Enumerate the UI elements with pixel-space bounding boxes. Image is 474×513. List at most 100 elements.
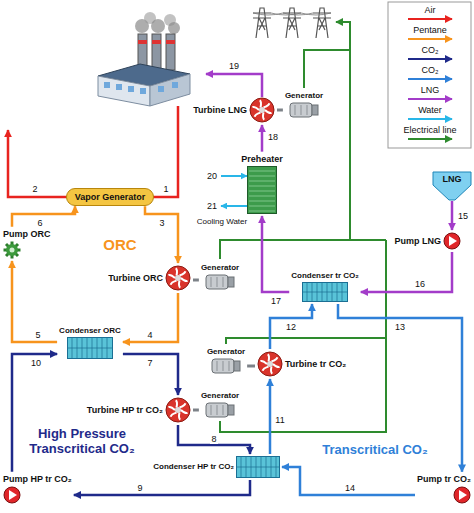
node-label: Pump LNG <box>395 236 442 246</box>
generator-rib <box>223 405 224 415</box>
generator-cap <box>228 405 234 415</box>
stream-number-box: 18 <box>267 132 279 142</box>
stream-number: 8 <box>210 434 217 444</box>
stream-number: 10 <box>30 358 42 368</box>
turbine: Turbine ORC <box>106 263 193 293</box>
pump-symbol <box>454 487 470 503</box>
node-label: Generator <box>201 263 239 272</box>
generator-rib <box>229 361 230 371</box>
factory <box>158 86 164 92</box>
pump-icon <box>443 232 461 250</box>
stream-number-box: 12 <box>285 322 297 332</box>
pump: Pump ORC <box>1 227 53 261</box>
stream-number-box: 6 <box>36 218 43 228</box>
generator-symbol <box>212 359 234 373</box>
generator-rib <box>211 405 212 415</box>
turbine-blade <box>252 107 259 110</box>
turbine-hub <box>175 407 181 413</box>
factory <box>172 82 178 88</box>
legend-sample-line <box>408 138 452 140</box>
node-label: LNG <box>443 174 462 184</box>
node-label: Generator <box>207 347 245 356</box>
gen-symbol <box>212 359 240 373</box>
generator-rib <box>223 361 224 371</box>
turbine-symbol <box>166 266 190 290</box>
factory <box>151 19 165 33</box>
electrical-line <box>220 240 386 259</box>
generator-cap <box>228 277 234 287</box>
shaft-line <box>193 279 199 282</box>
stream-number-box: 11 <box>274 415 285 425</box>
pump-symbol <box>4 487 20 503</box>
legend-entry: Electrical line <box>402 125 457 135</box>
pump-arrow <box>449 236 457 246</box>
legend-sample-line <box>408 78 452 80</box>
factory <box>138 40 147 44</box>
preheater-plate <box>249 206 275 207</box>
stream-number-box: 8 <box>210 434 217 444</box>
pump: Pump LNG <box>393 230 464 252</box>
stream-number-box: 19 <box>228 61 240 71</box>
stream-number-box: 2 <box>31 184 38 194</box>
condenser: Condenser HP tr CO₂ <box>151 454 282 480</box>
legend-entry: Pentane <box>412 25 448 35</box>
stream-number-box: 3 <box>158 218 165 228</box>
stream-number-box: 9 <box>136 483 143 493</box>
turbine-hub <box>175 275 181 281</box>
turbine-hub <box>259 107 265 113</box>
stream-number: 1 <box>162 184 169 194</box>
factory <box>152 40 161 44</box>
electrical-line <box>336 22 350 240</box>
turbine-blade <box>179 413 180 420</box>
condenser: Condenser tr CO₂ <box>289 269 361 304</box>
turbine-blade <box>272 357 278 361</box>
legend-label: Pentane <box>412 25 448 35</box>
electrical-line <box>226 338 386 344</box>
pump: Pump HP tr CO₂ <box>1 472 74 506</box>
generator-rib <box>223 277 224 287</box>
stream-label: Cooling Water <box>196 217 248 226</box>
stream-number-box: 17 <box>270 296 282 306</box>
stream-number: 9 <box>136 483 143 493</box>
turbine-blade <box>260 361 267 364</box>
pipe-connector <box>270 304 312 349</box>
turbine-symbol <box>166 266 190 290</box>
turbine: Turbine LNG <box>191 95 277 125</box>
generator-cap <box>312 105 318 115</box>
stream-number: 18 <box>267 132 279 142</box>
lng-tank: LNG <box>432 171 472 201</box>
legend-sample-line <box>408 98 452 100</box>
heat-exchanger-symbol <box>237 457 280 478</box>
stream-number: 21 <box>206 201 218 211</box>
stream-number: 15 <box>457 211 469 221</box>
pipe-connector <box>123 354 178 395</box>
node-label: Generator <box>201 391 239 400</box>
generator-rib <box>211 277 212 287</box>
pump-symbol <box>444 233 460 249</box>
pipe-connector <box>451 201 454 230</box>
legend-entry: CO₂ <box>421 45 440 55</box>
air-line <box>8 106 178 197</box>
pump: Pump tr CO₂ <box>415 472 473 506</box>
factory <box>150 74 190 106</box>
shaft-line <box>277 109 283 112</box>
turbine-symbol <box>250 98 274 122</box>
pipe-connector <box>282 467 415 495</box>
factory <box>128 86 134 92</box>
stream-number: 4 <box>146 330 153 340</box>
factory <box>166 34 175 70</box>
preheater-plate <box>249 196 275 197</box>
turbine-symbol <box>250 98 274 122</box>
pump-arrow <box>459 490 467 500</box>
generator: Generator <box>199 261 241 292</box>
preheater-plate <box>249 181 275 182</box>
stream-number-box: 15 <box>457 211 469 221</box>
generator-rib <box>301 105 302 115</box>
generator: Generator <box>283 89 325 120</box>
stream-number: 5 <box>34 330 41 340</box>
stream-number: 14 <box>344 483 356 493</box>
gen-symbol <box>290 103 318 117</box>
pipe-connector <box>261 125 264 152</box>
turbine-blade <box>168 275 175 278</box>
